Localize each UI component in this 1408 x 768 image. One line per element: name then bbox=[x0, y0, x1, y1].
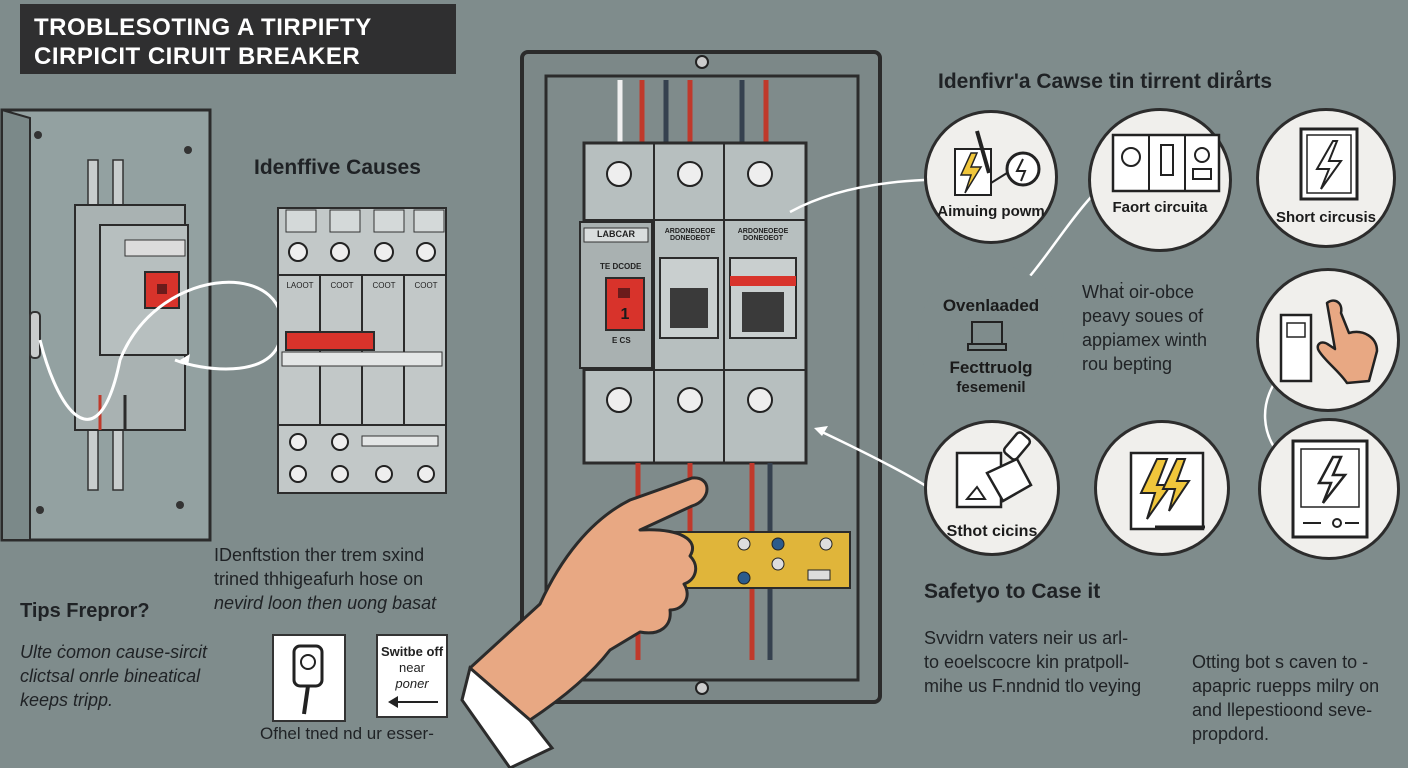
overloaded-label: Ovenlaaded bbox=[942, 296, 1040, 315]
module-label: COOT bbox=[330, 281, 354, 290]
footer-caption: Ofhel tned nd ur esser- bbox=[260, 724, 434, 743]
plug-card bbox=[272, 634, 346, 722]
circle-label: Faort circuita bbox=[1112, 199, 1208, 216]
page-title: TROBLESOTING A TIRPIFTY CIRPICIT CIRUIT … bbox=[20, 4, 456, 74]
circle-label: Sthot cicins bbox=[946, 523, 1038, 540]
causes-right-heading: Idenfivr'a Cawse tin tirrent dirårts bbox=[938, 70, 1273, 93]
middle-text-line: trined thhigeafurh hose on bbox=[214, 569, 424, 589]
circle-label: Aimuing powm bbox=[937, 203, 1045, 220]
overloaded-circle: Ovenlaaded Fecttruolg fesemenil bbox=[918, 264, 1064, 410]
title-line-1: TROBLESOTING A TIRPIFTY bbox=[34, 14, 372, 41]
breaker-label-right: ARDONEOEOE DONEOEOT bbox=[737, 228, 789, 242]
middle-text-line: IDenftstion ther trem sxind bbox=[214, 545, 425, 565]
fect-label-line: Fecttruolg bbox=[949, 358, 1033, 377]
breaker-label-left: LABCAR bbox=[597, 229, 635, 239]
causes-heading: Idenffive Causes bbox=[254, 156, 421, 179]
safety-text-line: Svvidrn vaters neir us arl- bbox=[924, 628, 1129, 648]
breaker-label-mid: ARDONEOEOE DONEOEOT bbox=[664, 228, 716, 242]
fect-label-line: fesemenil bbox=[956, 379, 1026, 396]
module-label: COOT bbox=[414, 281, 438, 290]
middle-text: IDenftstion ther trem sxind trined thhig… bbox=[214, 543, 436, 615]
safety-text2-line: and llepestioond seve- bbox=[1192, 700, 1373, 720]
lightning-icon bbox=[1299, 127, 1359, 201]
what-text-line: Whaṫ oir-obce bbox=[1082, 282, 1195, 302]
fect-label: Fecttruolg fesemenil bbox=[918, 358, 1064, 398]
safety-text2-line: Otting bot s caven to - bbox=[1192, 652, 1369, 672]
lightning-circle bbox=[1094, 420, 1230, 556]
what-text-line: peavy soues of bbox=[1082, 306, 1204, 326]
safety-text2-line: propdord. bbox=[1192, 724, 1270, 744]
module-label: LAOOT bbox=[286, 281, 314, 290]
safety-text-line: mihe us F.nndnid tlo veying bbox=[924, 676, 1142, 696]
cause-circle-aiming-power: Aimuing powm bbox=[924, 110, 1058, 244]
what-text: Whaṫ oir-obce peavy soues of appiamex wi… bbox=[1082, 280, 1207, 376]
breaker-small-label: E CS bbox=[612, 336, 631, 345]
what-text-line: appiamex winth bbox=[1082, 330, 1208, 350]
tool-icon bbox=[955, 431, 1033, 509]
touch-icon bbox=[1279, 299, 1379, 385]
safety-text2-line: apapric ruepps milry on bbox=[1192, 676, 1380, 696]
cause-circle-short-circuit-2: Sthot cicins bbox=[924, 420, 1060, 556]
device-icon bbox=[967, 321, 1007, 351]
switch-card-line: near bbox=[398, 660, 426, 675]
lightning-icon bbox=[1129, 451, 1205, 531]
device-lightning-circle bbox=[1258, 418, 1400, 560]
cause-circle-short-circuit: Short circusis bbox=[1256, 108, 1396, 248]
safety-text-2: Otting bot s caven to - apapric ruepps m… bbox=[1192, 650, 1379, 746]
tips-heading: Tips Frepror? bbox=[20, 600, 150, 622]
what-text-line: rou bepting bbox=[1082, 354, 1173, 374]
cause-circle-fault-circuit: Faort circuita bbox=[1088, 108, 1232, 252]
hand-pointer-icon bbox=[460, 476, 709, 768]
switch-card-line: poner bbox=[395, 676, 429, 691]
plug-icon bbox=[292, 644, 324, 715]
wall-panel bbox=[0, 108, 212, 542]
title-line-2: CIRPICIT CIRUIT BREAKER bbox=[34, 43, 361, 70]
safety-text-line: to eoelscocre kin pratpoll- bbox=[924, 652, 1130, 672]
tips-text-line: keeps tripp. bbox=[20, 690, 114, 710]
middle-text-line: nevird loon then uong basat bbox=[214, 593, 437, 613]
tips-text-line: Ulte ċomon cause-sircit bbox=[20, 642, 208, 662]
tips-text-line: clictsal onrle bineatical bbox=[20, 666, 201, 686]
breaker-sub-label: TE DCODE bbox=[600, 262, 642, 271]
lightning-meter-icon bbox=[954, 130, 1041, 196]
circle-label: Short circusis bbox=[1275, 209, 1377, 226]
breaker-handle-number: 1 bbox=[620, 306, 630, 323]
safety-text: Svvidrn vaters neir us arl- to eoelscocr… bbox=[924, 626, 1141, 698]
tips-text: Ulte ċomon cause-sircit clictsal onrle b… bbox=[20, 640, 207, 712]
safety-heading: Safetyo to Case it bbox=[924, 580, 1101, 603]
arrow-icon bbox=[388, 696, 438, 708]
module-label: COOT bbox=[372, 281, 396, 290]
tablet-lightning-icon bbox=[1291, 439, 1369, 539]
switch-card-line: Switbe off bbox=[380, 644, 444, 659]
breaker-module bbox=[277, 207, 447, 494]
panel-icon bbox=[1111, 133, 1221, 193]
switch-off-card: Switbe off near poner bbox=[376, 634, 448, 718]
touch-circle bbox=[1256, 268, 1400, 412]
